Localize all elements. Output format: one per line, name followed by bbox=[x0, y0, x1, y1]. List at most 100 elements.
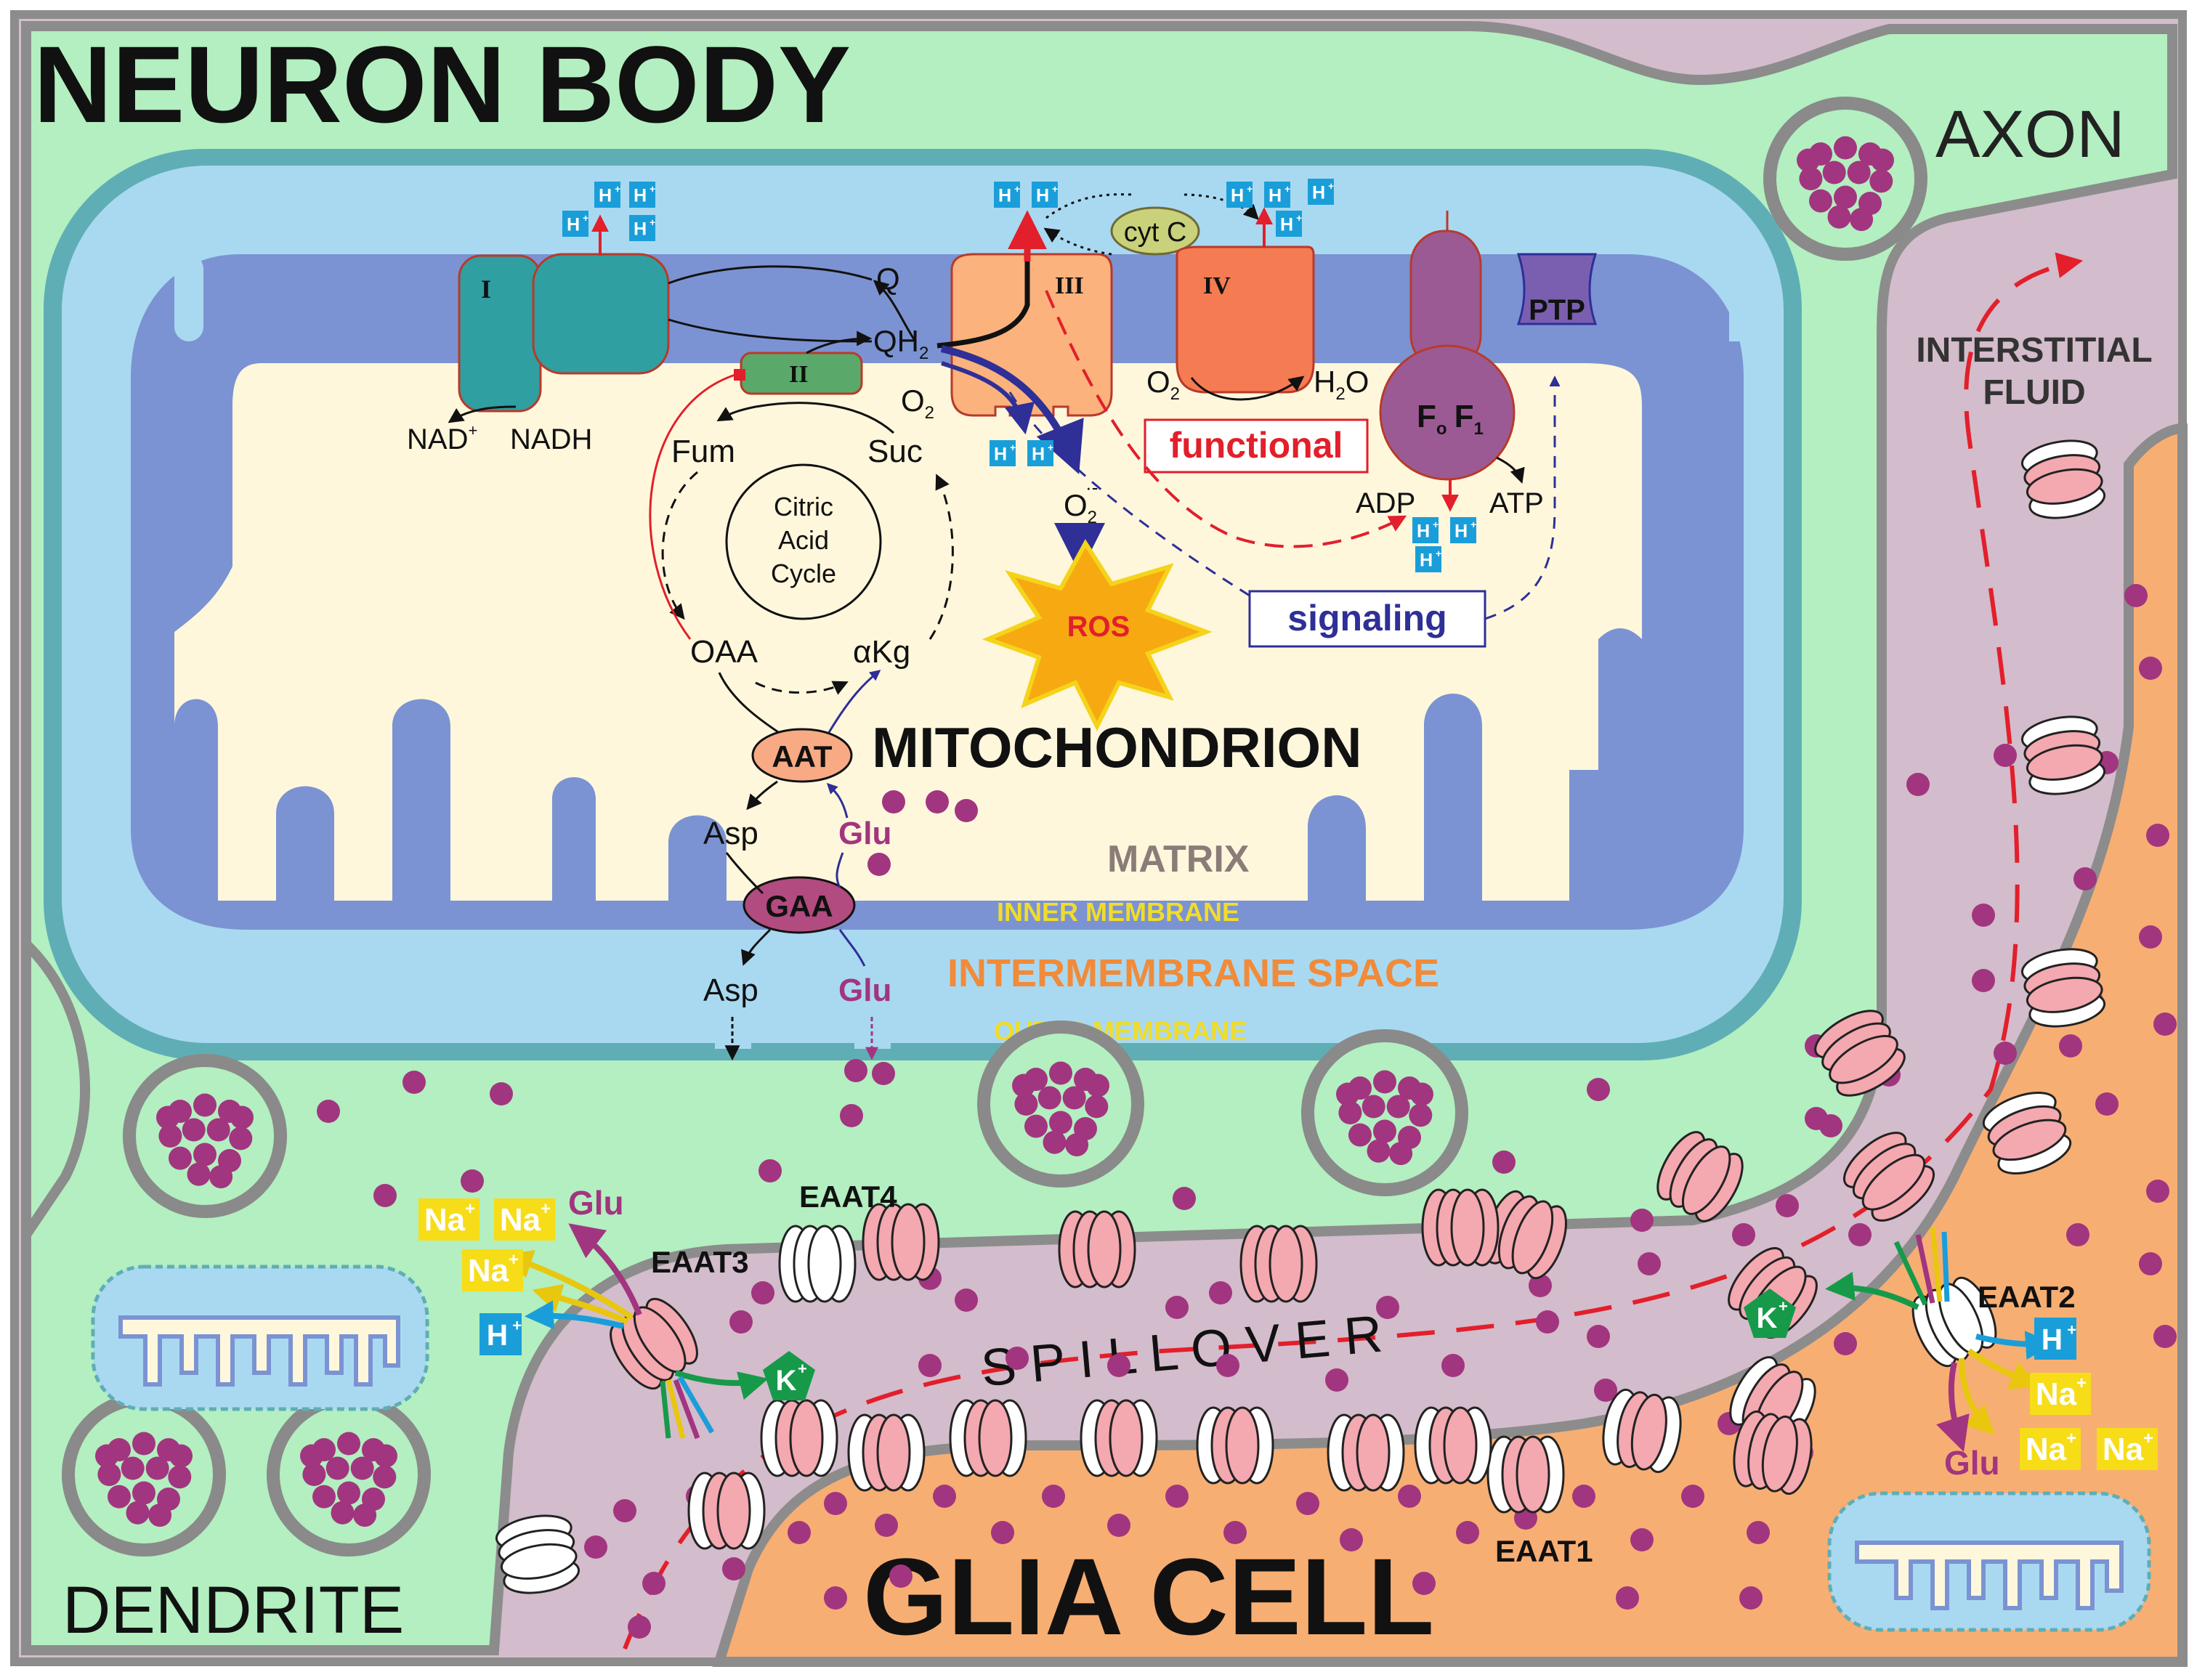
glutamate-dot bbox=[2073, 867, 2097, 890]
ros-label: ROS bbox=[1067, 611, 1130, 643]
glutamate-dot bbox=[2139, 657, 2162, 680]
glutamate-dot bbox=[1994, 744, 2017, 767]
signaling-label: signaling bbox=[1287, 598, 1447, 638]
na-ion-symbol: Na bbox=[468, 1253, 509, 1289]
vesicle-dot bbox=[1086, 1074, 1109, 1097]
na-ion-charge: + bbox=[2143, 1429, 2153, 1448]
vesicle-dot bbox=[1827, 205, 1851, 229]
glutamate-dot bbox=[2139, 1252, 2162, 1275]
asp-ims-label: Asp bbox=[703, 973, 758, 1008]
k-ion-charge: + bbox=[798, 1360, 807, 1378]
interstitial-fluid-label-1: INTERSTITIAL bbox=[1916, 331, 2152, 370]
vesicle-dot bbox=[1389, 1142, 1413, 1166]
eaat3-transporter bbox=[610, 1297, 698, 1390]
glia-transporter bbox=[862, 1203, 940, 1281]
glia-transporter bbox=[847, 1413, 926, 1492]
vesicle-dot bbox=[1049, 1111, 1072, 1135]
matrix bbox=[174, 363, 1642, 901]
vesicle-dot bbox=[325, 1456, 349, 1480]
glia-transporter bbox=[1982, 1092, 2072, 1174]
vesicle-dot bbox=[1373, 1070, 1396, 1094]
glutamate-dot bbox=[2146, 824, 2169, 847]
glutamate-dot bbox=[2146, 1180, 2169, 1203]
k-ion-charge: + bbox=[1779, 1297, 1788, 1315]
q-label: Q bbox=[876, 261, 900, 296]
asp-matrix-label: Asp bbox=[703, 816, 758, 851]
glutamate-dot bbox=[2153, 1325, 2177, 1348]
glutamate-dot bbox=[1834, 1332, 1857, 1355]
glutamate-dot bbox=[926, 790, 949, 813]
ptp bbox=[1516, 253, 1598, 325]
glia-transporter bbox=[687, 1472, 766, 1550]
glutamate-dot bbox=[2139, 925, 2162, 949]
glutamate-dot bbox=[2066, 1223, 2089, 1246]
gaa-to-glu-line bbox=[835, 852, 844, 888]
glutamate-dot bbox=[584, 1535, 607, 1559]
h-ion-symbol: H bbox=[1280, 214, 1293, 235]
glutamate-dot bbox=[1209, 1281, 1232, 1304]
gaa-to-glu-ims-line bbox=[838, 929, 866, 967]
h-ion-charge: + bbox=[1284, 184, 1290, 195]
h-ion-charge: + bbox=[650, 184, 655, 195]
functional-label: functional bbox=[1170, 425, 1343, 466]
glutamate-dot bbox=[1042, 1485, 1065, 1508]
eaat4-transporter bbox=[778, 1225, 857, 1303]
complex-iv bbox=[1176, 245, 1315, 394]
glutamate-dot bbox=[882, 790, 905, 813]
na-ion-badge: Na+ bbox=[2097, 1428, 2158, 1470]
glutamate-dot bbox=[824, 1492, 847, 1515]
vesicle-dot bbox=[1386, 1095, 1410, 1119]
vesicle-dot bbox=[1085, 1095, 1109, 1119]
vesicle-dot bbox=[1336, 1082, 1359, 1106]
h-ion-badge: H+ bbox=[480, 1313, 522, 1355]
complex-i-body bbox=[532, 253, 670, 375]
vesicle-dot bbox=[108, 1485, 131, 1509]
nad-label: NAD+ bbox=[407, 421, 477, 455]
complex-iii bbox=[950, 253, 1113, 417]
na-ion-badge: Na+ bbox=[418, 1198, 480, 1241]
vesicle-dot bbox=[97, 1463, 121, 1486]
cycle-label-1: Citric bbox=[774, 492, 833, 522]
glutamate-dot bbox=[872, 1062, 895, 1085]
gaa-enzyme bbox=[743, 876, 856, 934]
na-ion-badge: Na+ bbox=[494, 1198, 555, 1241]
adp-label: ADP bbox=[1356, 487, 1415, 519]
vesicle-dot bbox=[1065, 1133, 1089, 1157]
glutamate-dot bbox=[1972, 904, 1995, 927]
vesicle-cluster bbox=[123, 1054, 287, 1218]
h2o-label: H2O bbox=[1314, 365, 1369, 404]
spillover-path bbox=[623, 252, 2084, 1650]
complex-ii-red-feedback bbox=[649, 373, 736, 640]
vesicle-dot bbox=[169, 1444, 193, 1468]
glutamate-dot bbox=[2124, 584, 2148, 607]
h-ion-badge: H+ bbox=[1308, 179, 1334, 205]
glutamate-dot bbox=[1630, 1209, 1654, 1232]
eaat3-label: EAAT3 bbox=[651, 1245, 749, 1279]
na-ion-badge: Na+ bbox=[2020, 1428, 2081, 1470]
h-ion-charge: + bbox=[1010, 442, 1016, 453]
vesicle-clusters bbox=[62, 97, 1927, 1557]
h-ion-charge: + bbox=[1014, 184, 1020, 195]
glia-transporter bbox=[495, 1514, 580, 1594]
vesicle-dot bbox=[1847, 161, 1871, 184]
h-ion-badge: H+ bbox=[1276, 211, 1302, 237]
glia-transporter bbox=[1058, 1210, 1136, 1289]
glutamate-dot bbox=[867, 853, 891, 876]
vesicle-dot bbox=[331, 1501, 355, 1525]
intermembrane-space-label: INTERMEMBRANE SPACE bbox=[947, 951, 1439, 995]
glutamate-dot bbox=[1223, 1521, 1247, 1544]
eaat4-label: EAAT4 bbox=[799, 1180, 897, 1214]
glutamate-dot bbox=[840, 1104, 863, 1127]
glutamate-dot bbox=[1747, 1521, 1770, 1544]
glu-ims-label: Glu bbox=[838, 973, 891, 1008]
functional-red-path bbox=[1045, 290, 1407, 548]
vesicle-dot bbox=[337, 1481, 360, 1505]
glia-transporter bbox=[1239, 1225, 1318, 1303]
glutamate-dot bbox=[955, 1289, 978, 1312]
vesicle-dot bbox=[126, 1501, 150, 1525]
glutamate-dot bbox=[1594, 1379, 1617, 1402]
h-ion-charge: + bbox=[1052, 184, 1058, 195]
glutamate-dot bbox=[1216, 1354, 1239, 1377]
dendrite-boundary bbox=[22, 940, 91, 1238]
atp-label: ATP bbox=[1489, 487, 1544, 519]
